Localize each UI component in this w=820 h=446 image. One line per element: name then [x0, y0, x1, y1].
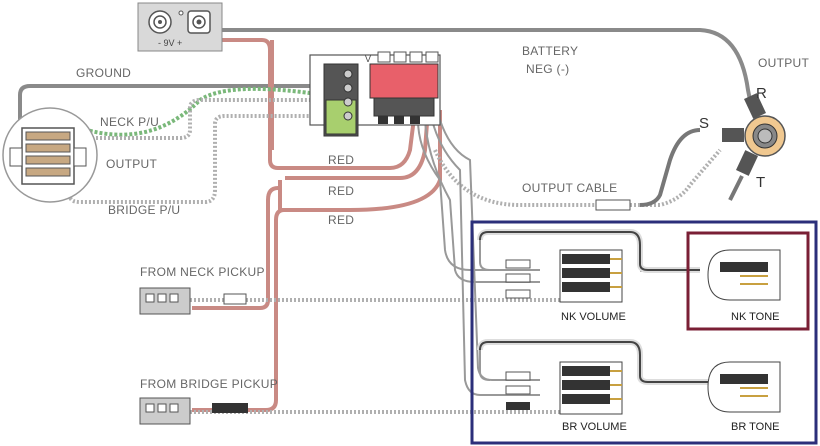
label-output-left: OUTPUT: [106, 157, 157, 171]
label-nk-tone: NK TONE: [731, 311, 780, 323]
label-from-bridge: FROM BRIDGE PICKUP: [140, 377, 278, 391]
label-jack-r: R: [756, 85, 767, 102]
nk-volume-pot: [505, 249, 623, 303]
label-battery: BATTERY: [522, 44, 578, 58]
label-ground: GROUND: [76, 66, 131, 80]
br-tone-pot: [707, 361, 781, 413]
br-volume-pot: [505, 361, 623, 415]
nk-tone-frame: [686, 231, 810, 331]
label-red-3: RED: [328, 213, 354, 227]
label-jack-t: T: [756, 174, 765, 191]
label-br-volume: BR VOLUME: [562, 421, 627, 433]
label-from-neck: FROM NECK PICKUP: [140, 265, 265, 279]
label-battery-neg: NEG (-): [526, 62, 569, 76]
label-red-1: RED: [328, 153, 354, 167]
controls-frame: [470, 220, 818, 445]
nk-tone-pot: [707, 249, 781, 301]
label-bridge-pu: BRIDGE P/U: [108, 203, 180, 217]
ground-wire: [18, 28, 754, 150]
label-output-jack: OUTPUT: [758, 56, 809, 70]
preamp-mark: V: [365, 54, 371, 64]
routed-wires: [417, 119, 710, 396]
battery-voltage-label: - 9V +: [158, 38, 182, 48]
output-cable-plug: [595, 199, 631, 211]
neck-pickup-connector: [139, 287, 247, 315]
bridge-pickup-connector: [139, 397, 248, 425]
neck-pickup-green-wire: [79, 86, 331, 137]
label-br-tone: BR TONE: [731, 421, 780, 433]
label-output-cable: OUTPUT CABLE: [522, 181, 617, 195]
label-neck-pu: NECK P/U: [100, 115, 159, 129]
label-red-2: RED: [328, 184, 354, 198]
pickup-body: [2, 107, 98, 203]
preamp-board: V: [309, 51, 441, 137]
output-jack: [639, 93, 786, 207]
label-nk-volume: NK VOLUME: [561, 311, 626, 323]
battery-connector: - 9V +: [137, 2, 223, 52]
label-jack-s: S: [699, 115, 709, 132]
